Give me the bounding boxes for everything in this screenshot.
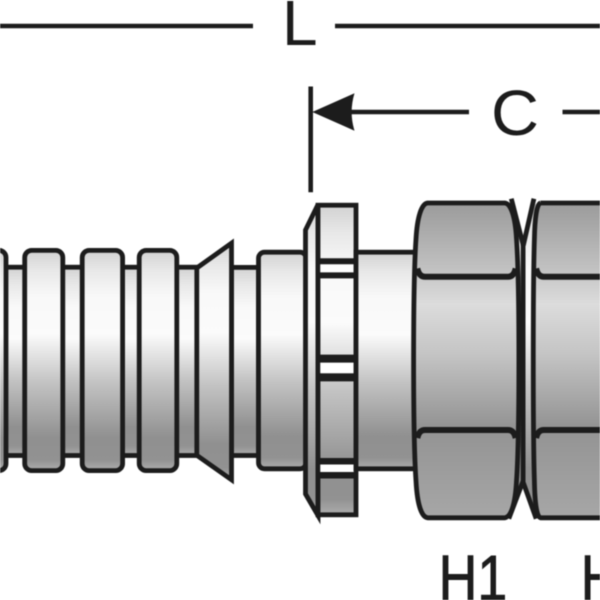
svg-text:H1: H1 (439, 542, 508, 600)
svg-text:C: C (491, 77, 539, 149)
svg-text:L: L (282, 0, 318, 59)
svg-text:H: H (581, 542, 600, 600)
